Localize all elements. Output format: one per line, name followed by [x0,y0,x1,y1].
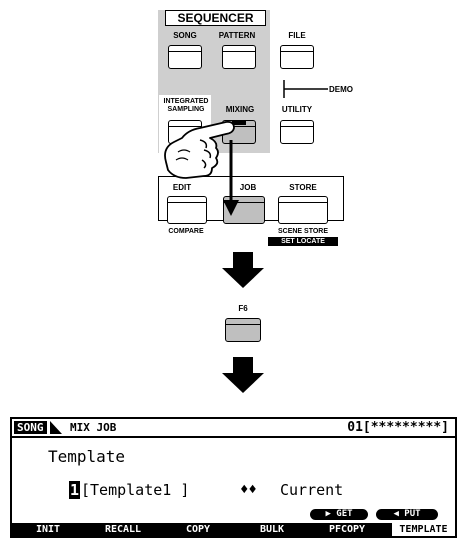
target-label: Current [280,481,343,499]
file-label: FILE [280,32,314,40]
demo-label: DEMO [329,86,359,94]
demo-callout-line [280,78,330,100]
store-label: STORE [278,184,328,192]
press-arrow-icon [223,140,239,218]
pattern-label: PATTERN [212,32,262,40]
screen-title: MIX JOB [70,421,116,434]
scene-store-label: SCENE STORE [268,228,338,236]
parameter-label: Template [48,447,125,466]
edit-button[interactable] [167,196,207,224]
title-divider [12,436,455,438]
get-button[interactable]: ▶ GET [310,509,368,520]
mode-tag: SONG [14,421,47,434]
integrated-sampling-label-1: INTEGRATED [158,98,214,106]
tag-slant-icon [50,421,62,434]
song-button[interactable] [168,45,202,69]
sequencer-title: SEQUENCER [165,10,266,26]
set-locate-label: SET LOCATE [268,237,338,246]
put-button[interactable]: ◀ PUT [376,509,438,520]
function-recall[interactable]: RECALL [90,523,156,536]
function-pfcopy[interactable]: PFCOPY [314,523,380,536]
template-number[interactable]: 1 [69,481,80,499]
down-arrow-icon [222,357,264,393]
integrated-sampling-label-2: SAMPLING [158,106,214,114]
pattern-button[interactable] [222,45,256,69]
down-arrow-icon [222,252,264,288]
song-slot: 01[*********] [347,420,449,435]
lcd-screen: SONG MIX JOB 01[*********] Template 1 [T… [10,417,457,538]
song-label: SONG [163,32,207,40]
function-bulk[interactable]: BULK [244,523,300,536]
function-copy[interactable]: COPY [170,523,226,536]
store-button[interactable] [278,196,328,224]
function-bar: INIT RECALL COPY BULK PFCOPY TEMPLATE [12,523,455,536]
file-button[interactable] [280,45,314,69]
f6-label: F6 [226,305,260,313]
function-template[interactable]: TEMPLATE [392,523,455,536]
compare-label: COMPARE [163,228,209,236]
template-name: [Template1 ] [81,481,189,499]
function-init[interactable]: INIT [20,523,76,536]
utility-label: UTILITY [276,106,318,114]
direction-icon: ♦♦ [240,481,257,499]
f6-button[interactable] [225,318,261,342]
utility-button[interactable] [280,120,314,144]
mixing-label: MIXING [220,106,260,114]
